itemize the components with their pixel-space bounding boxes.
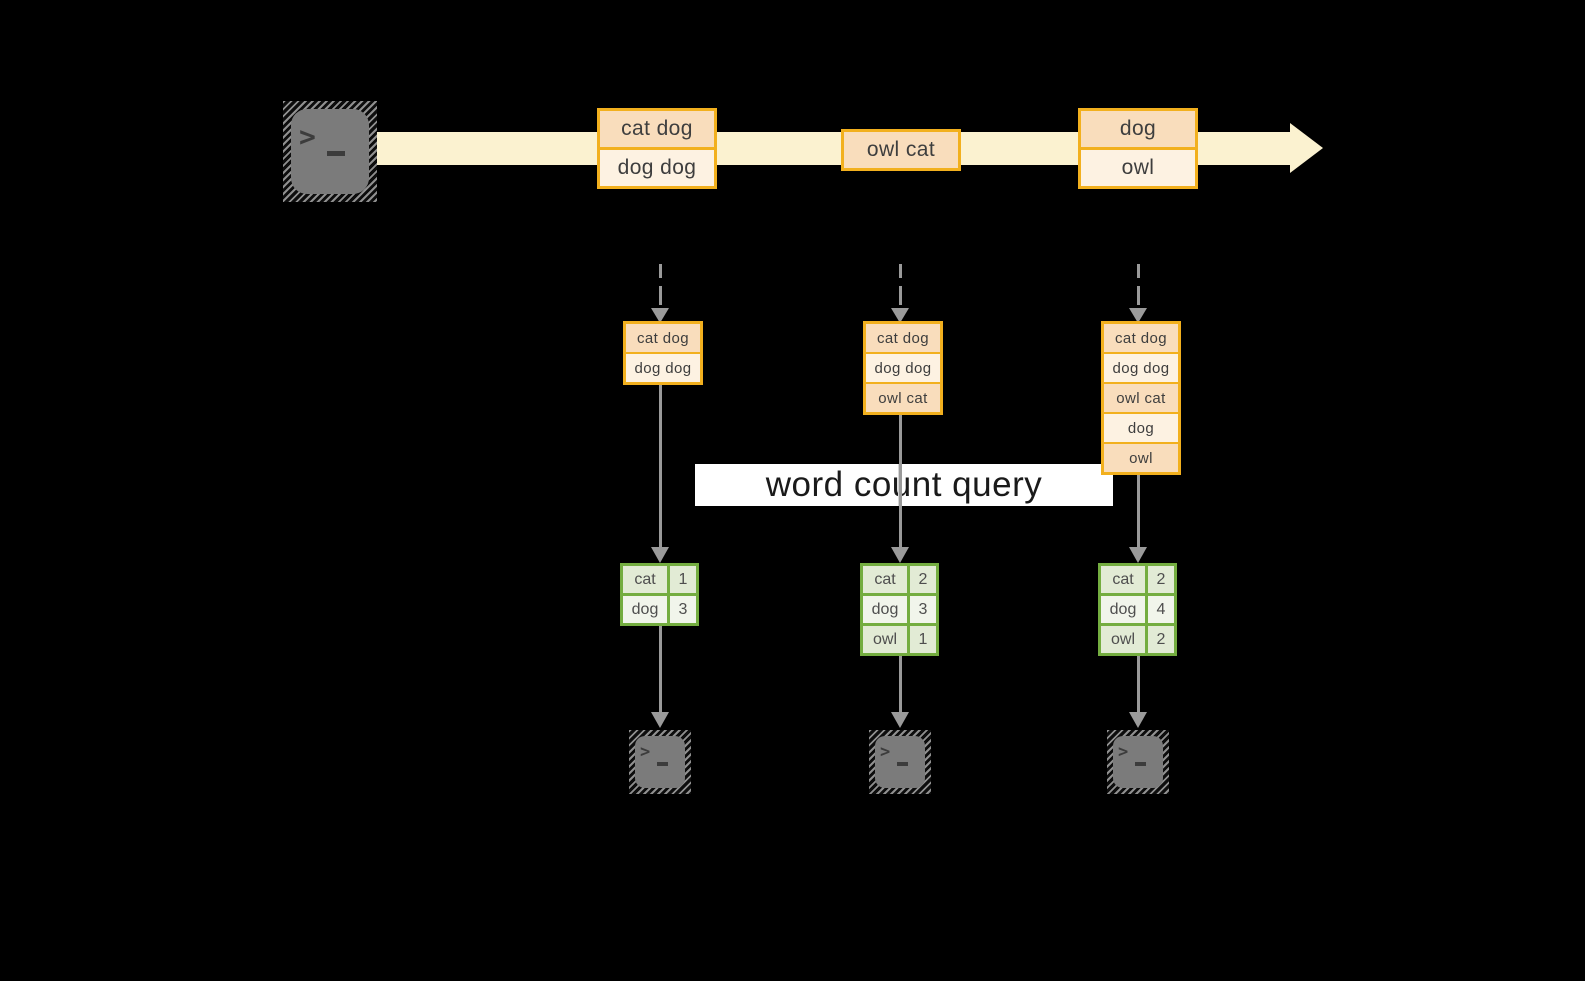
- count-word-cell: cat: [1101, 566, 1145, 593]
- terminal-prompt-icon: >: [299, 120, 316, 153]
- state-record-cell: dog dog: [1104, 354, 1178, 382]
- count-word-cell: cat: [863, 566, 907, 593]
- flow-line: [658, 385, 662, 547]
- flow-line: [658, 626, 662, 712]
- count-word-cell: dog: [623, 596, 667, 623]
- flow-dash: [1136, 286, 1140, 305]
- terminal-prompt-icon: >: [1118, 742, 1129, 762]
- count-value-cell: 1: [910, 626, 936, 653]
- source-terminal-icon: >: [283, 101, 377, 202]
- terminal-cursor-icon: [327, 151, 345, 156]
- count-word-cell: cat: [623, 566, 667, 593]
- flow-dash: [1136, 264, 1140, 278]
- count-value-cell: 1: [670, 566, 696, 593]
- flow-line: [898, 415, 902, 547]
- word-count-query-banner: word count query: [695, 464, 1113, 506]
- sink-terminal-icon: >: [629, 730, 691, 794]
- state-record-cell: owl cat: [1104, 384, 1178, 412]
- count-word-cell: owl: [863, 626, 907, 653]
- flow-dash: [658, 286, 662, 305]
- flow-dash: [898, 286, 902, 305]
- state-record-cell: owl cat: [866, 384, 940, 412]
- down-arrowhead-icon: [651, 308, 669, 323]
- stream-record-cell: dog: [1081, 111, 1195, 147]
- state-record-cell: dog: [1104, 414, 1178, 442]
- down-arrowhead-icon: [651, 712, 669, 728]
- terminal-prompt-icon: >: [640, 742, 651, 762]
- state-record-cell: cat dog: [866, 324, 940, 352]
- terminal-cursor-icon: [657, 762, 668, 766]
- down-arrowhead-icon: [891, 308, 909, 323]
- count-value-cell: 3: [910, 596, 936, 623]
- stream-batch-2: owl cat: [841, 129, 961, 171]
- stream-record-cell: dog dog: [600, 150, 714, 186]
- sink-terminal-icon: >: [869, 730, 931, 794]
- count-word-cell: dog: [863, 596, 907, 623]
- state-record-cell: cat dog: [1104, 324, 1178, 352]
- down-arrowhead-icon: [1129, 712, 1147, 728]
- count-word-cell: dog: [1101, 596, 1145, 623]
- stream-record-cell: cat dog: [600, 111, 714, 147]
- terminal-cursor-icon: [897, 762, 908, 766]
- count-value-cell: 4: [1148, 596, 1174, 623]
- sink-terminal-icon: >: [1107, 730, 1169, 794]
- state-record-cell: cat dog: [626, 324, 700, 352]
- stream-record-cell: owl cat: [844, 132, 958, 168]
- terminal-prompt-icon: >: [880, 742, 891, 762]
- stream-arrowhead-icon: [1290, 123, 1323, 173]
- down-arrowhead-icon: [1129, 547, 1147, 563]
- state-record-cell: dog dog: [866, 354, 940, 382]
- flow-line: [898, 656, 902, 712]
- flow-line: [1136, 656, 1140, 712]
- count-word-cell: owl: [1101, 626, 1145, 653]
- count-value-cell: 2: [1148, 626, 1174, 653]
- count-value-cell: 2: [910, 566, 936, 593]
- down-arrowhead-icon: [651, 547, 669, 563]
- down-arrowhead-icon: [891, 712, 909, 728]
- flow-line: [1136, 475, 1140, 547]
- state-record-cell: dog dog: [626, 354, 700, 382]
- down-arrowhead-icon: [1129, 308, 1147, 323]
- down-arrowhead-icon: [891, 547, 909, 563]
- stream-record-cell: owl: [1081, 150, 1195, 186]
- count-value-cell: 2: [1148, 566, 1174, 593]
- count-value-cell: 3: [670, 596, 696, 623]
- state-record-cell: owl: [1104, 444, 1178, 472]
- terminal-cursor-icon: [1135, 762, 1146, 766]
- flow-dash: [658, 264, 662, 278]
- flow-dash: [898, 264, 902, 278]
